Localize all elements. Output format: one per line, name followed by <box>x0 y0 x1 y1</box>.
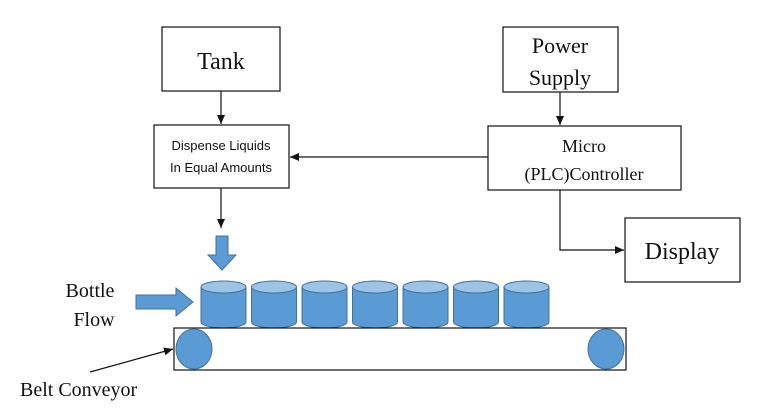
bottle-top <box>402 280 449 294</box>
bottle-flow-arrow <box>135 286 194 318</box>
bottle-row <box>200 280 550 329</box>
controller-label-line2: (PLC)Controller <box>525 164 644 185</box>
bottle-top <box>301 280 348 294</box>
belt-conveyor-pointer <box>89 347 174 373</box>
display-label: Display <box>645 239 720 265</box>
tank-label: Tank <box>197 49 245 75</box>
power-supply-box: Power Supply <box>502 26 619 93</box>
controller-label-line1: Micro <box>562 136 606 156</box>
belt-conveyor <box>173 327 627 371</box>
bottle-top <box>453 280 499 294</box>
controller-box: Micro (PLC)Controller <box>487 125 682 191</box>
power-supply-label-line2: Supply <box>529 65 591 90</box>
conveyor-roller-right <box>587 328 625 370</box>
bottle-top <box>200 280 247 294</box>
bottle-flow-label-line1: Bottle <box>66 280 115 302</box>
belt-conveyor-label: Belt Conveyor <box>20 379 138 401</box>
dispenser-label-line2: In Equal Amounts <box>170 160 272 175</box>
bottle-top <box>503 280 550 294</box>
tank-box: Tank <box>161 26 281 92</box>
bottle-flow-label-line2: Flow <box>73 309 115 331</box>
display-box: Display <box>624 217 741 283</box>
bottle-top <box>352 280 398 294</box>
bottle-top <box>251 280 297 294</box>
controller-to-display-arrow <box>559 190 624 254</box>
power-supply-label-line1: Power <box>532 33 589 58</box>
dispenser-label-line1: Dispense Liquids <box>171 138 271 153</box>
dispenser-box: Dispense Liquids In Equal Amounts <box>153 124 290 189</box>
dispense-nozzle-arrow <box>206 235 238 271</box>
conveyor-roller-left <box>175 328 213 370</box>
